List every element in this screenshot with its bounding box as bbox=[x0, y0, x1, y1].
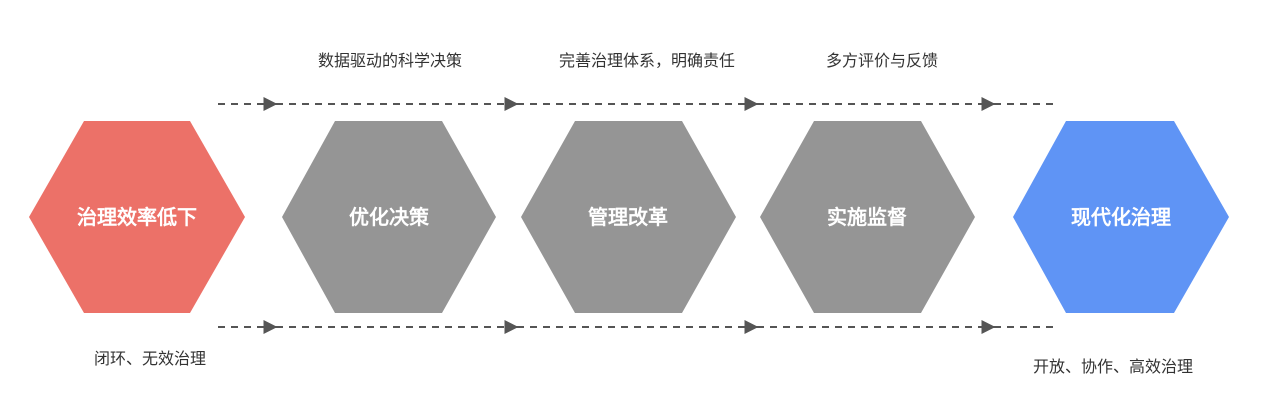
top-note-feedback: 多方评价与反馈 bbox=[826, 51, 938, 70]
bottom-note-left: 闭环、无效治理 bbox=[94, 349, 206, 368]
stage-initial: 治理效率低下 bbox=[29, 121, 245, 313]
hexagon-reform bbox=[521, 121, 736, 313]
hexagon-optimize bbox=[282, 121, 496, 313]
hexagon-initial bbox=[29, 121, 245, 313]
stage-initial-label: 治理效率低下 bbox=[77, 205, 197, 229]
top-note-system: 完善治理体系，明确责任 bbox=[559, 51, 735, 70]
stage-modern: 现代化治理 bbox=[1013, 121, 1229, 313]
stage-modern-label: 现代化治理 bbox=[1071, 205, 1171, 229]
stage-supervise: 实施监督 bbox=[760, 121, 975, 313]
hexagon-supervise bbox=[760, 121, 975, 313]
top-note-data-driven: 数据驱动的科学决策 bbox=[318, 51, 462, 70]
stage-optimize: 优化决策 bbox=[282, 121, 496, 313]
stage-reform: 管理改革 bbox=[521, 121, 736, 313]
stage-reform-label: 管理改革 bbox=[588, 205, 668, 229]
stage-supervise-label: 实施监督 bbox=[827, 205, 907, 229]
hexagon-modern bbox=[1013, 121, 1229, 313]
bottom-note-right: 开放、协作、高效治理 bbox=[1033, 357, 1193, 376]
stage-optimize-label: 优化决策 bbox=[349, 205, 430, 229]
